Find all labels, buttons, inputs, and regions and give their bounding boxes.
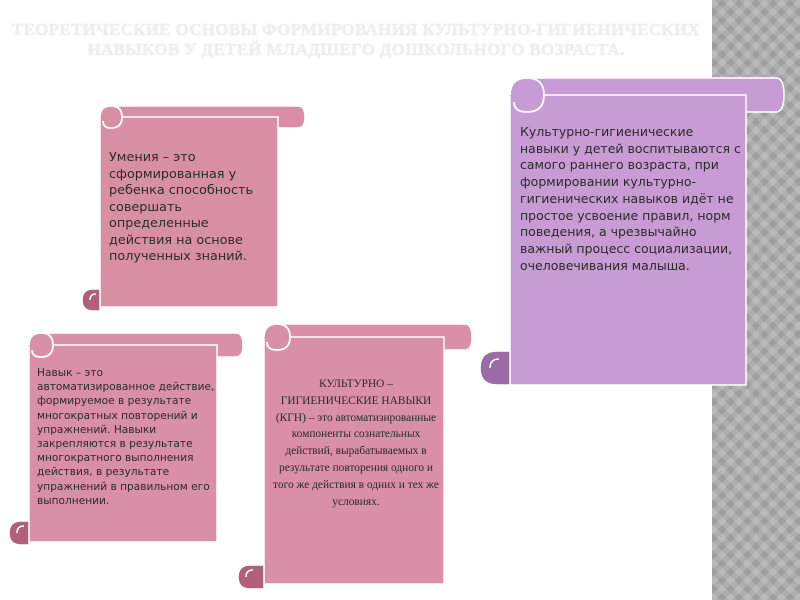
scroll-navyk-text: Навык – это автоматизированное действие,… (37, 367, 215, 507)
scroll-right-text: Культурно-гигиенические навыки у детей в… (520, 124, 741, 273)
scroll-kgn-body: – это автоматизированные компоненты созн… (273, 411, 439, 508)
slide-title: Теоретические основы формирования культу… (11, 20, 701, 59)
scroll-kgn-heading: Культурно – гигиенические навыки (КГН) (275, 378, 432, 424)
scroll-umenia-text: Умения – это сформированная у ребенка сп… (109, 150, 253, 264)
scroll-kgn-text: Культурно – гигиенические навыки (КГН) –… (272, 376, 440, 510)
